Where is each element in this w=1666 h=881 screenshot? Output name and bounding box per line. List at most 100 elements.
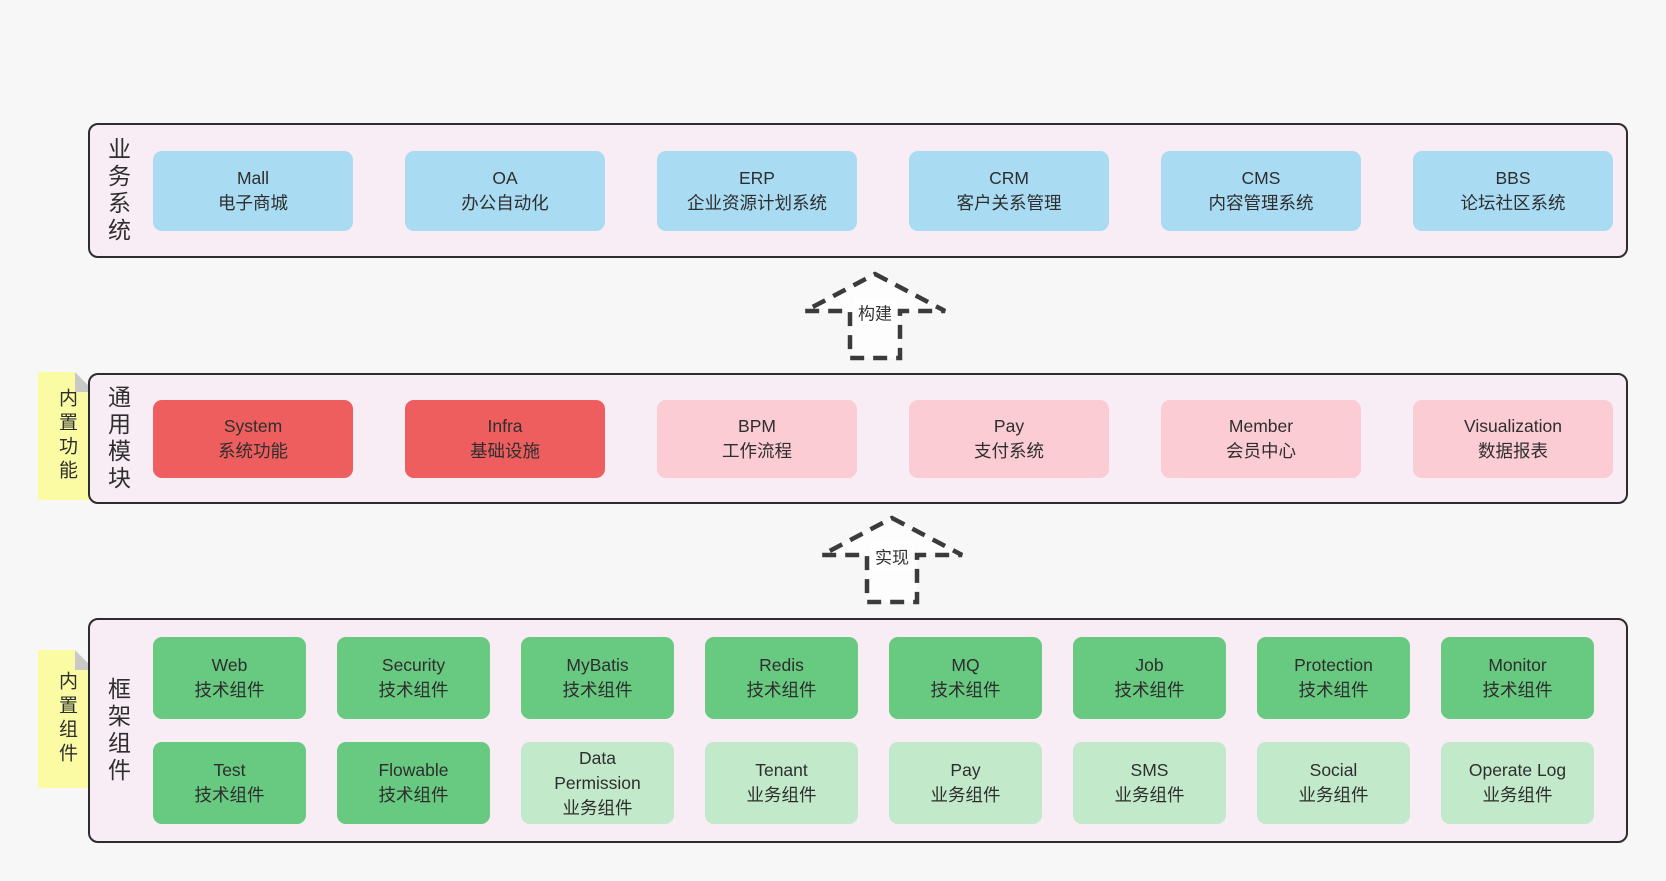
box-title: Test bbox=[213, 760, 246, 780]
box-sms: SMS 业务组件 bbox=[1073, 742, 1226, 824]
box-subtitle: 企业资源计划系统 bbox=[687, 192, 827, 213]
band-label-common-modules: 通用模块 bbox=[104, 384, 131, 493]
box-bbs: BBS 论坛社区系统 bbox=[1413, 150, 1613, 231]
box-title: Monitor bbox=[1488, 655, 1547, 675]
box-title: Visualization bbox=[1464, 415, 1562, 436]
box-title: System bbox=[223, 415, 283, 436]
box-pay-system: Pay 支付系统 bbox=[909, 399, 1109, 478]
box-flowable: Flowable 技术组件 bbox=[337, 742, 490, 824]
box-title: Pay bbox=[993, 415, 1025, 436]
band-common-modules: 通用模块 System 系统功能 Infra 基础设施 BPM 工作流程 Pay… bbox=[88, 373, 1628, 504]
box-title: ERP bbox=[739, 167, 775, 188]
box-subtitle: 业务组件 bbox=[562, 797, 633, 818]
box-title: BPM bbox=[738, 415, 776, 436]
sticky-note-built-in-features: 内置功能 bbox=[38, 372, 95, 500]
box-subtitle: 技术组件 bbox=[378, 680, 449, 700]
box-subtitle: 技术组件 bbox=[562, 680, 633, 700]
box-monitor: Monitor 技术组件 bbox=[1441, 637, 1594, 719]
box-subtitle: 技术组件 bbox=[194, 785, 265, 805]
modules-box-row: System 系统功能 Infra 基础设施 BPM 工作流程 Pay 支付系统… bbox=[153, 399, 1626, 478]
box-title: Operate Log bbox=[1468, 760, 1567, 780]
arrow-implement: 实现 bbox=[817, 514, 967, 606]
band-label-business-systems: 业务系统 bbox=[104, 136, 131, 245]
box-title: Protection bbox=[1294, 655, 1373, 675]
box-title: MQ bbox=[951, 655, 980, 675]
box-subtitle: 数据报表 bbox=[1478, 440, 1548, 461]
box-redis: Redis 技术组件 bbox=[705, 637, 858, 719]
box-subtitle: 业务组件 bbox=[1298, 785, 1369, 805]
box-mq: MQ 技术组件 bbox=[889, 637, 1042, 719]
band-framework-components: 框架组件 Web 技术组件 Security 技术组件 MyBatis 技术组件… bbox=[88, 618, 1628, 843]
box-subtitle: 技术组件 bbox=[378, 785, 449, 805]
box-title: Data Permission bbox=[554, 747, 641, 793]
box-cms: CMS 内容管理系统 bbox=[1161, 150, 1361, 231]
box-subtitle: 业务组件 bbox=[1482, 785, 1553, 805]
box-title: CMS bbox=[1241, 167, 1281, 188]
box-subtitle: 技术组件 bbox=[746, 680, 817, 700]
box-data-permission: Data Permission 业务组件 bbox=[521, 742, 674, 824]
band-label-framework-components: 框架组件 bbox=[104, 676, 131, 785]
box-bpm: BPM 工作流程 bbox=[657, 399, 857, 478]
box-mybatis: MyBatis 技术组件 bbox=[521, 637, 674, 719]
box-infra: Infra 基础设施 bbox=[405, 399, 605, 478]
box-job: Job 技术组件 bbox=[1073, 637, 1226, 719]
box-title: Flowable bbox=[378, 760, 449, 780]
box-crm: CRM 客户关系管理 bbox=[909, 150, 1109, 231]
sticky-note-built-in-components: 内置组件 bbox=[38, 650, 95, 788]
box-title: BBS bbox=[1495, 167, 1531, 188]
arrow-build-label: 构建 bbox=[854, 298, 896, 326]
box-system: System 系统功能 bbox=[153, 399, 353, 478]
box-subtitle: 工作流程 bbox=[722, 440, 792, 461]
box-tenant: Tenant 业务组件 bbox=[705, 742, 858, 824]
box-operate-log: Operate Log 业务组件 bbox=[1441, 742, 1594, 824]
band-business-systems: 业务系统 Mall 电子商城 OA 办公自动化 ERP 企业资源计划系统 CRM… bbox=[88, 123, 1628, 258]
box-test: Test 技术组件 bbox=[153, 742, 306, 824]
box-subtitle: 技术组件 bbox=[1114, 680, 1185, 700]
box-subtitle: 业务组件 bbox=[746, 785, 817, 805]
box-title: Security bbox=[381, 655, 446, 675]
box-title: Mall bbox=[236, 167, 270, 188]
box-subtitle: 支付系统 bbox=[974, 440, 1044, 461]
box-pay-component: Pay 业务组件 bbox=[889, 742, 1042, 824]
arrow-implement-label: 实现 bbox=[871, 542, 913, 570]
box-subtitle: 技术组件 bbox=[194, 680, 265, 700]
box-title: SMS bbox=[1130, 760, 1169, 780]
box-subtitle: 内容管理系统 bbox=[1208, 192, 1314, 213]
box-member: Member 会员中心 bbox=[1161, 399, 1361, 478]
box-subtitle: 业务组件 bbox=[930, 785, 1001, 805]
box-visualization: Visualization 数据报表 bbox=[1413, 399, 1613, 478]
box-subtitle: 系统功能 bbox=[218, 440, 288, 461]
box-title: MyBatis bbox=[566, 655, 629, 675]
box-social: Social 业务组件 bbox=[1257, 742, 1410, 824]
box-security: Security 技术组件 bbox=[337, 637, 490, 719]
box-subtitle: 办公自动化 bbox=[461, 192, 549, 213]
box-subtitle: 技术组件 bbox=[1482, 680, 1553, 700]
box-title: Pay bbox=[950, 760, 981, 780]
box-subtitle: 技术组件 bbox=[930, 680, 1001, 700]
box-title: Member bbox=[1228, 415, 1294, 436]
box-title: Tenant bbox=[755, 760, 808, 780]
box-oa: OA 办公自动化 bbox=[405, 150, 605, 231]
box-title: Web bbox=[211, 655, 248, 675]
box-subtitle: 电子商城 bbox=[218, 192, 288, 213]
box-web: Web 技术组件 bbox=[153, 637, 306, 719]
box-subtitle: 会员中心 bbox=[1226, 440, 1296, 461]
box-title: Infra bbox=[487, 415, 523, 436]
components-box-row-1: Web 技术组件 Security 技术组件 MyBatis 技术组件 Redi… bbox=[153, 637, 1626, 719]
box-subtitle: 业务组件 bbox=[1114, 785, 1185, 805]
box-protection: Protection 技术组件 bbox=[1257, 637, 1410, 719]
box-title: Job bbox=[1135, 655, 1164, 675]
box-title: CRM bbox=[989, 167, 1029, 188]
box-subtitle: 客户关系管理 bbox=[956, 192, 1062, 213]
box-title: OA bbox=[492, 167, 518, 188]
arrow-build: 构建 bbox=[800, 270, 950, 362]
business-box-row: Mall 电子商城 OA 办公自动化 ERP 企业资源计划系统 CRM 客户关系… bbox=[153, 150, 1626, 231]
box-subtitle: 论坛社区系统 bbox=[1460, 192, 1566, 213]
box-subtitle: 技术组件 bbox=[1298, 680, 1369, 700]
box-erp: ERP 企业资源计划系统 bbox=[657, 150, 857, 231]
box-title: Redis bbox=[759, 655, 804, 675]
components-box-row-2: Test 技术组件 Flowable 技术组件 Data Permission … bbox=[153, 742, 1626, 824]
box-title: Social bbox=[1309, 760, 1358, 780]
box-mall: Mall 电子商城 bbox=[153, 150, 353, 231]
